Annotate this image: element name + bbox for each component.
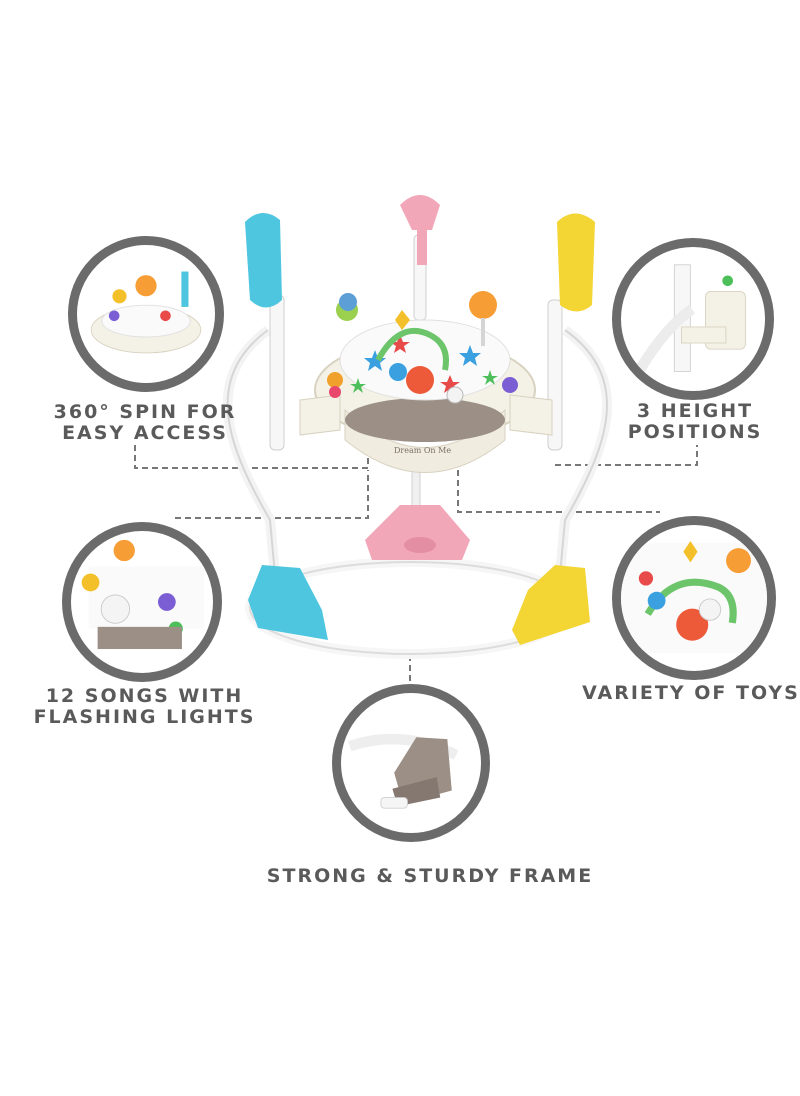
callout-height-detail bbox=[612, 238, 774, 400]
toys-detail-image bbox=[621, 541, 767, 654]
pink-hanger bbox=[400, 195, 440, 230]
callout-songs-detail bbox=[62, 522, 222, 682]
feature-label-height: 3 HEIGHT POSITIONS bbox=[627, 400, 763, 443]
feature-label-toys: VARIETY OF TOYS bbox=[582, 682, 800, 704]
cyan-foot bbox=[248, 565, 328, 640]
height-detail-image bbox=[634, 264, 746, 375]
callout-toys-detail bbox=[612, 516, 776, 680]
frame-detail-image bbox=[348, 733, 459, 809]
yellow-foot bbox=[512, 565, 590, 645]
pink-base bbox=[365, 505, 470, 560]
yellow-hanger bbox=[557, 213, 595, 312]
brand-logo: Dream On Me bbox=[394, 446, 452, 455]
feature-label-songs: 12 SONGS WITH FLASHING LIGHTS bbox=[33, 685, 256, 728]
callout-frame-detail bbox=[332, 684, 490, 842]
feature-label-frame: STRONG & STURDY FRAME bbox=[266, 865, 594, 887]
spin-detail-image bbox=[90, 271, 202, 354]
feature-label-spin: 360° SPIN FOR EASY ACCESS bbox=[53, 401, 237, 444]
cyan-hanger bbox=[245, 212, 282, 308]
songs-detail-image bbox=[81, 539, 205, 650]
callout-spin-detail bbox=[68, 236, 224, 392]
